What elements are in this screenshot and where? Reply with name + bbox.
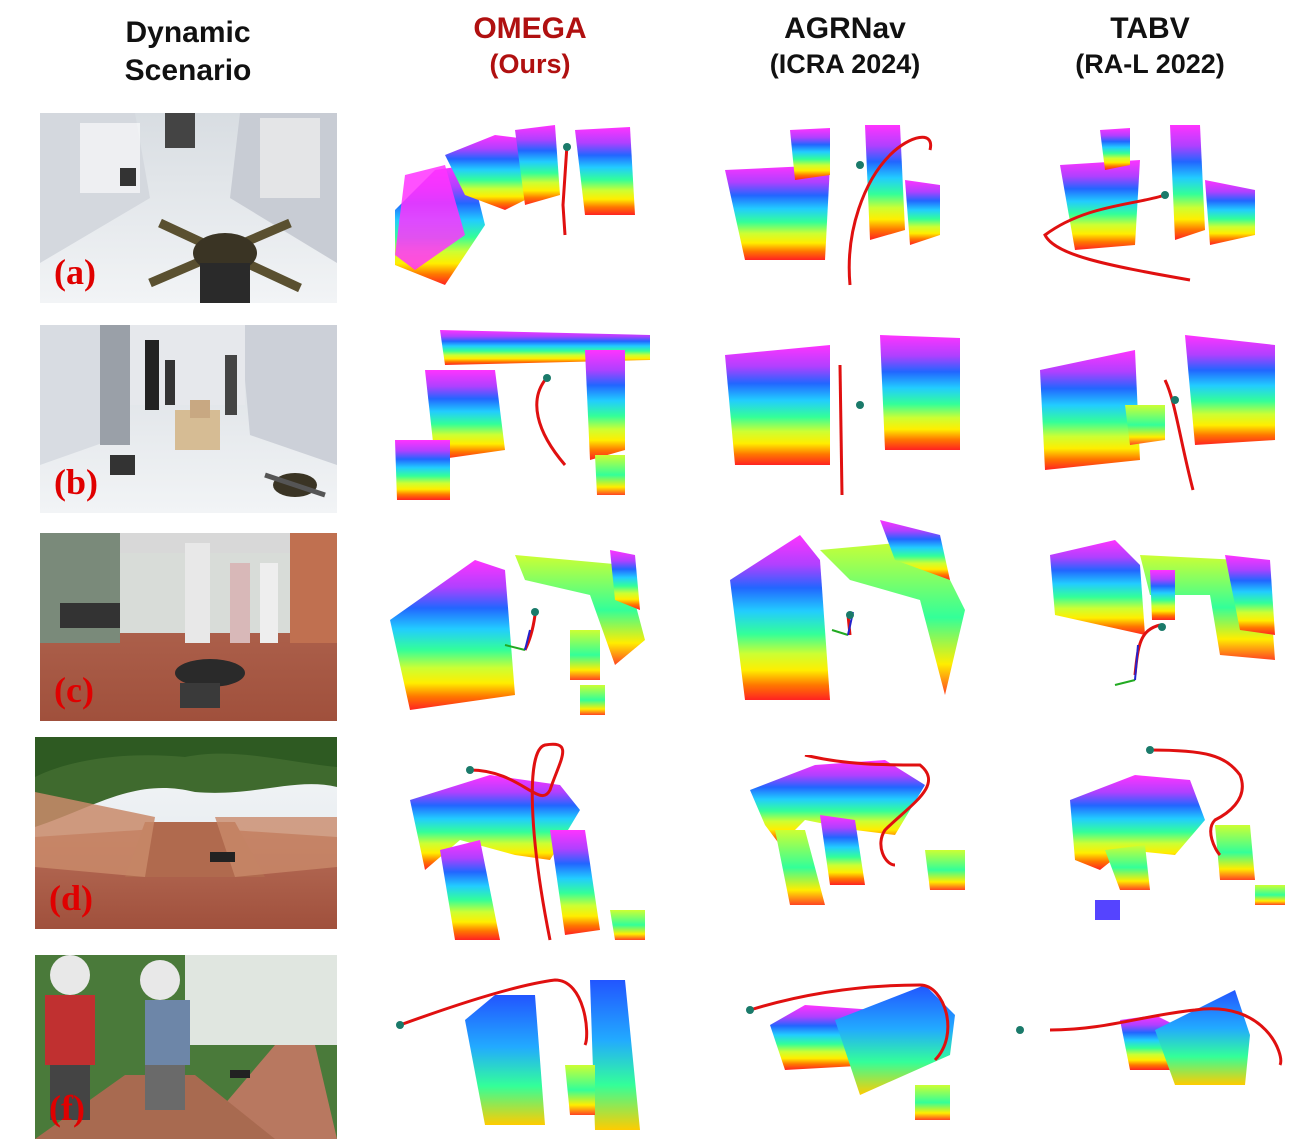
header-scenario: Dynamic Scenario <box>88 14 288 90</box>
scene-photo-d: (d) <box>35 737 337 929</box>
map-agrnav-c <box>730 520 965 700</box>
scene-photo-c: (c) <box>40 533 337 721</box>
header-agrnav: AGRNav (ICRA 2024) <box>740 10 950 80</box>
header-omega: OMEGA (Ours) <box>430 10 630 80</box>
map-tabv-d <box>1070 746 1285 920</box>
drone-icon <box>264 472 326 498</box>
map-tabv-a <box>1043 125 1255 282</box>
scene-photo-f: (f) <box>35 955 337 1139</box>
row-label-b: (b) <box>54 462 98 502</box>
map-agrnav-f <box>746 983 955 1120</box>
scene-photo-b: (b) <box>40 325 337 513</box>
row-label-f: (f) <box>49 1088 85 1128</box>
map-omega-d <box>410 742 645 941</box>
header-tabv: TABV (RA-L 2022) <box>1045 10 1255 80</box>
header-agrnav-title: AGRNav <box>784 12 906 45</box>
header-scenario-line1: Dynamic <box>125 16 251 49</box>
header-omega-subtitle: (Ours) <box>489 49 571 79</box>
drone-icon <box>148 218 302 303</box>
row-label-d: (d) <box>49 878 93 918</box>
header-agrnav-subtitle: (ICRA 2024) <box>769 49 921 79</box>
header-tabv-subtitle: (RA-L 2022) <box>1075 49 1225 79</box>
map-omega-f <box>396 978 640 1130</box>
header-scenario-line2: Scenario <box>124 54 252 87</box>
map-agrnav-a <box>725 125 940 286</box>
header-tabv-title: TABV <box>1110 12 1190 45</box>
header-omega-title: OMEGA <box>473 12 587 45</box>
map-agrnav-d <box>750 755 965 905</box>
drone-icon <box>175 659 245 708</box>
map-tabv-c <box>1050 540 1275 686</box>
row-label-a: (a) <box>54 252 96 292</box>
map-omega-b <box>395 330 650 500</box>
map-tabv-a2 <box>1040 335 1275 491</box>
map-omega-c <box>390 550 645 715</box>
row-label-c: (c) <box>54 670 94 710</box>
map-tabv-f <box>1016 990 1283 1085</box>
scene-photo-a: (a) <box>40 113 337 303</box>
map-agrnav-b <box>725 335 960 496</box>
map-omega-a <box>395 125 635 285</box>
